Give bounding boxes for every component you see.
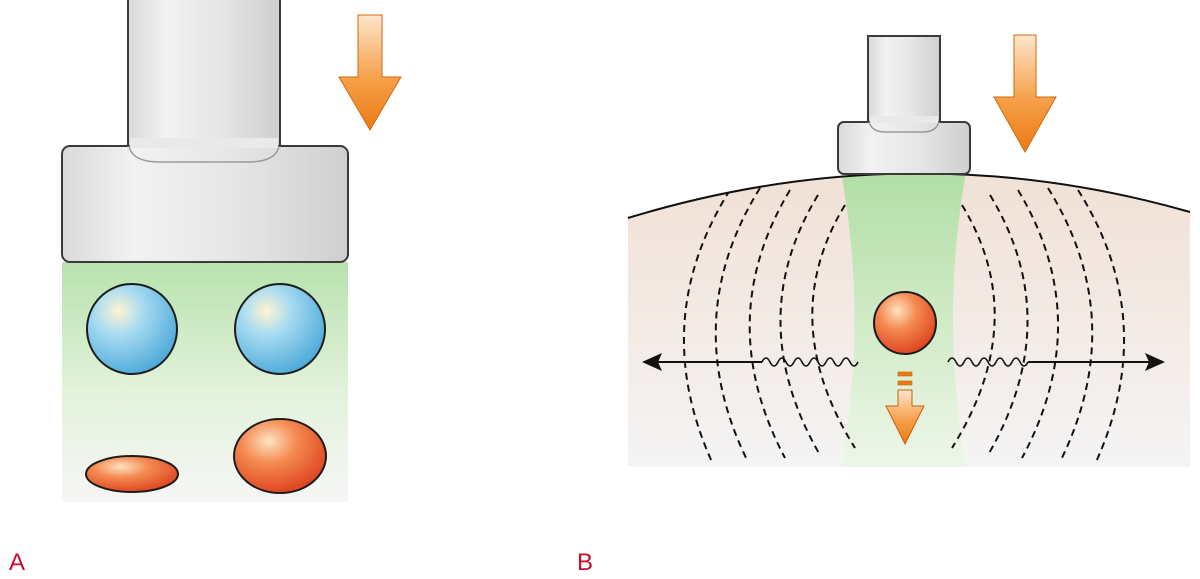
panel-b xyxy=(627,34,1191,467)
panel-label-b: B xyxy=(577,549,594,576)
shear-wave-propagation-left xyxy=(642,353,859,371)
soft-ellipse-compressed xyxy=(85,455,179,493)
compression-arrow-b xyxy=(993,34,1057,154)
ultrasound-probe-b xyxy=(837,35,971,175)
shear-wavefronts-right xyxy=(951,187,1126,463)
stiff-sphere-left xyxy=(86,283,178,375)
displacement-arrow xyxy=(885,371,925,446)
stiff-sphere-right xyxy=(234,283,326,375)
ultrasound-probe-a xyxy=(61,0,349,263)
focal-push-sphere xyxy=(873,291,937,355)
shear-wave-propagation-right xyxy=(947,353,1165,371)
shear-wavefronts-left xyxy=(682,187,856,463)
compression-arrow-a xyxy=(338,14,402,131)
soft-ellipse-round xyxy=(233,418,327,494)
panel-label-a: A xyxy=(9,549,26,576)
panel-a xyxy=(61,0,402,502)
